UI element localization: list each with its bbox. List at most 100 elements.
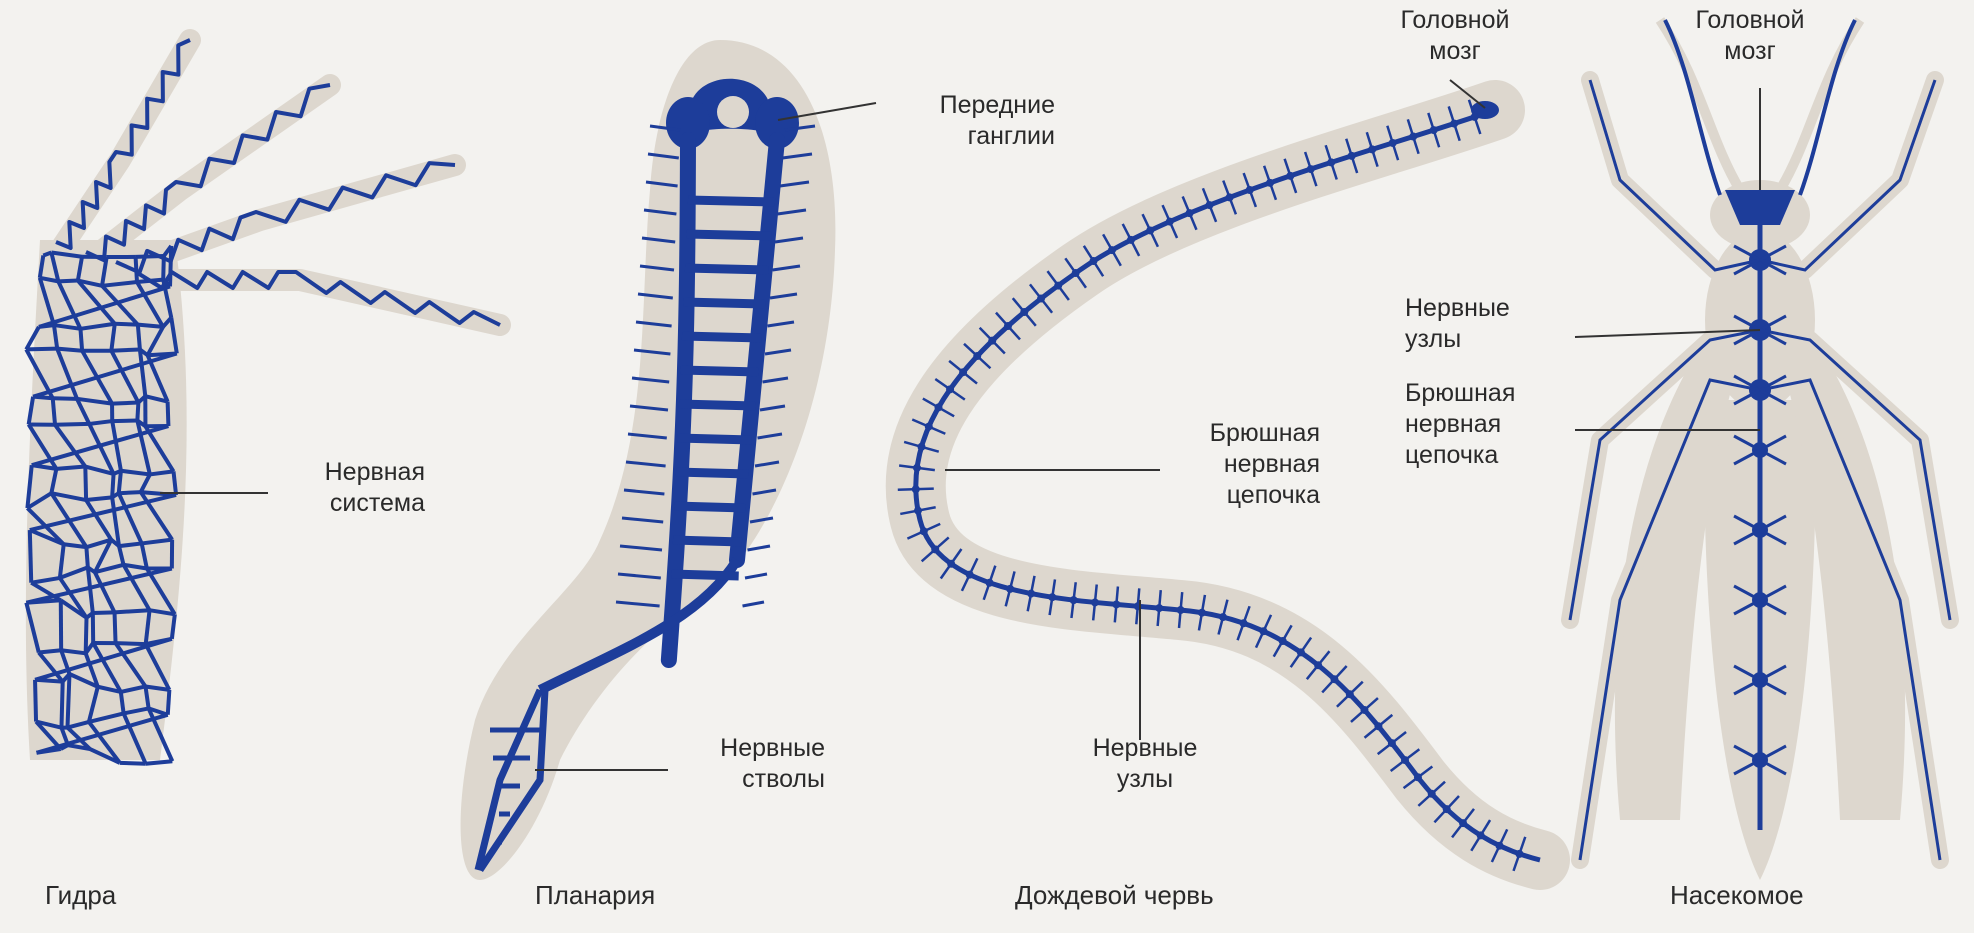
label-worm-brain: Головной мозг <box>1365 5 1545 67</box>
earthworm-ganglion <box>1166 218 1174 226</box>
hydra-nerve-net-strand <box>121 692 124 714</box>
hydra-nerve-net-strand <box>146 761 173 763</box>
earthworm-ganglion <box>920 527 928 535</box>
hydra-nerve-net-strand <box>93 612 115 613</box>
earthworm-ganglion <box>1155 604 1163 612</box>
hydra-nerve-net-strand <box>85 467 86 501</box>
earthworm-ganglion <box>1477 831 1485 839</box>
hydra-nerve-net-strand <box>115 610 150 612</box>
planaria-commissure <box>679 404 755 406</box>
earthworm-ganglion <box>1409 133 1417 141</box>
hydra-nerve-net-strand <box>115 612 116 643</box>
hydra-nerve-net-strand <box>56 467 85 469</box>
earthworm-ganglion <box>1360 706 1368 714</box>
planaria-commissure <box>673 540 742 542</box>
earthworm-ganglion <box>912 485 920 493</box>
hydra-nerve-net-strand <box>173 471 176 495</box>
hydra-nerve-net-strand <box>119 471 121 493</box>
earthworm-ganglion <box>925 423 933 431</box>
hydra-nerve-net-strand <box>138 325 140 350</box>
earthworm-ganglion <box>1346 690 1354 698</box>
hydra-nerve-net-strand <box>35 680 36 722</box>
hydra-nerve-net-strand <box>170 246 171 287</box>
earthworm-ganglion <box>914 507 922 515</box>
hydra-nerve-net-strand <box>53 398 55 425</box>
hydra-nerve-net-strand <box>61 682 62 728</box>
earthworm-ganglion <box>934 403 942 411</box>
earthworm-ganglion <box>1297 648 1305 656</box>
earthworm-ganglion <box>1127 236 1135 244</box>
earthworm-ganglion <box>1226 193 1234 201</box>
earthworm-ganglion <box>986 579 994 587</box>
planaria-commissure <box>681 370 759 372</box>
planaria-side-nerve <box>743 602 765 606</box>
earthworm-ganglion <box>1048 593 1056 601</box>
hydra-nerve-net-strand <box>89 421 112 424</box>
earthworm-ganglion <box>966 571 974 579</box>
hydra-nerve-net-strand <box>115 324 138 325</box>
label-anterior-ganglia: Передние ганглии <box>855 90 1055 152</box>
earthworm-ganglion <box>1327 158 1335 166</box>
earthworm-ganglion <box>913 464 921 472</box>
earthworm-ganglion <box>1004 322 1012 330</box>
planaria-side-nerve <box>748 546 771 550</box>
hydra-nerve-net-strand <box>111 349 140 350</box>
hydra-nerve-net-strand <box>26 600 60 602</box>
planaria-commissure <box>687 234 772 236</box>
earthworm-ganglion <box>1428 790 1436 798</box>
planaria-side-nerve <box>745 574 767 578</box>
earthworm-ganglion <box>1186 209 1194 217</box>
earthworm-ganglion <box>946 385 954 393</box>
earthworm-ganglion <box>1496 842 1504 850</box>
hydra-nerve-net-strand <box>86 618 87 654</box>
earthworm-ganglion <box>1459 819 1467 827</box>
hydra-nerve-net-strand <box>86 547 87 567</box>
earthworm-ganglion <box>1020 308 1028 316</box>
earthworm-ganglion <box>1450 120 1458 128</box>
hydra-nerve-net-strand <box>35 680 63 682</box>
caption-planaria: Планария <box>535 880 655 911</box>
earthworm-ganglion <box>931 545 939 553</box>
planaria-commissure <box>675 506 746 508</box>
earthworm-ganglion <box>1414 773 1422 781</box>
hydra-nerve-net-strand <box>119 543 142 546</box>
hydra-nerve-net-strand <box>67 674 69 728</box>
planaria-commissure <box>682 336 762 338</box>
hydra-nerve-net-strand <box>39 650 61 652</box>
earthworm-ganglion <box>1368 145 1376 153</box>
earthworm-ganglion <box>1515 850 1523 858</box>
hydra-nerve-net-strand <box>26 349 57 350</box>
earthworm-ganglion <box>1389 139 1397 147</box>
hydra-nerve-net-strand <box>112 403 138 404</box>
caption-earthworm: Дождевой червь <box>1015 880 1214 911</box>
earthworm-ganglion <box>1070 596 1078 604</box>
earthworm-ganglion <box>1206 201 1214 209</box>
hydra-illustration <box>26 40 500 764</box>
earthworm-ganglion <box>1112 600 1120 608</box>
label-insect-ventral-chain: Брюшная нервная цепочка <box>1405 378 1515 471</box>
earthworm-ganglion <box>1219 613 1227 621</box>
hydra-nerve-net-strand <box>168 690 170 715</box>
label-worm-nerve-nodes: Нервные узлы <box>1050 733 1240 795</box>
planaria-commissure <box>672 574 739 576</box>
label-hydra-nerve-system: Нервная система <box>245 457 425 519</box>
hydra-nerve-net-strand <box>80 329 82 351</box>
earthworm-ganglion <box>1286 172 1294 180</box>
hydra-nerve-net-strand <box>57 349 82 351</box>
earthworm-ganglion <box>1240 619 1248 627</box>
earthworm-ganglion <box>1037 295 1045 303</box>
planaria-commissure <box>684 302 766 304</box>
hydra-nerve-net-strand <box>53 398 77 399</box>
hydra-nerve-net-strand <box>119 492 141 493</box>
caption-insect: Насекомое <box>1670 880 1804 911</box>
hydra-nerve-net-strand <box>86 497 112 500</box>
earthworm-ganglion <box>1471 113 1479 121</box>
hydra-nerve-net-strand <box>55 424 89 425</box>
planaria-commissure <box>678 438 752 440</box>
earthworm-ganglion <box>1374 722 1382 730</box>
earthworm-ganglion <box>1198 609 1206 617</box>
planaria-head-spot <box>717 96 749 128</box>
hydra-nerve-net-strand <box>168 402 169 426</box>
hydra-nerve-net-strand <box>30 530 31 583</box>
